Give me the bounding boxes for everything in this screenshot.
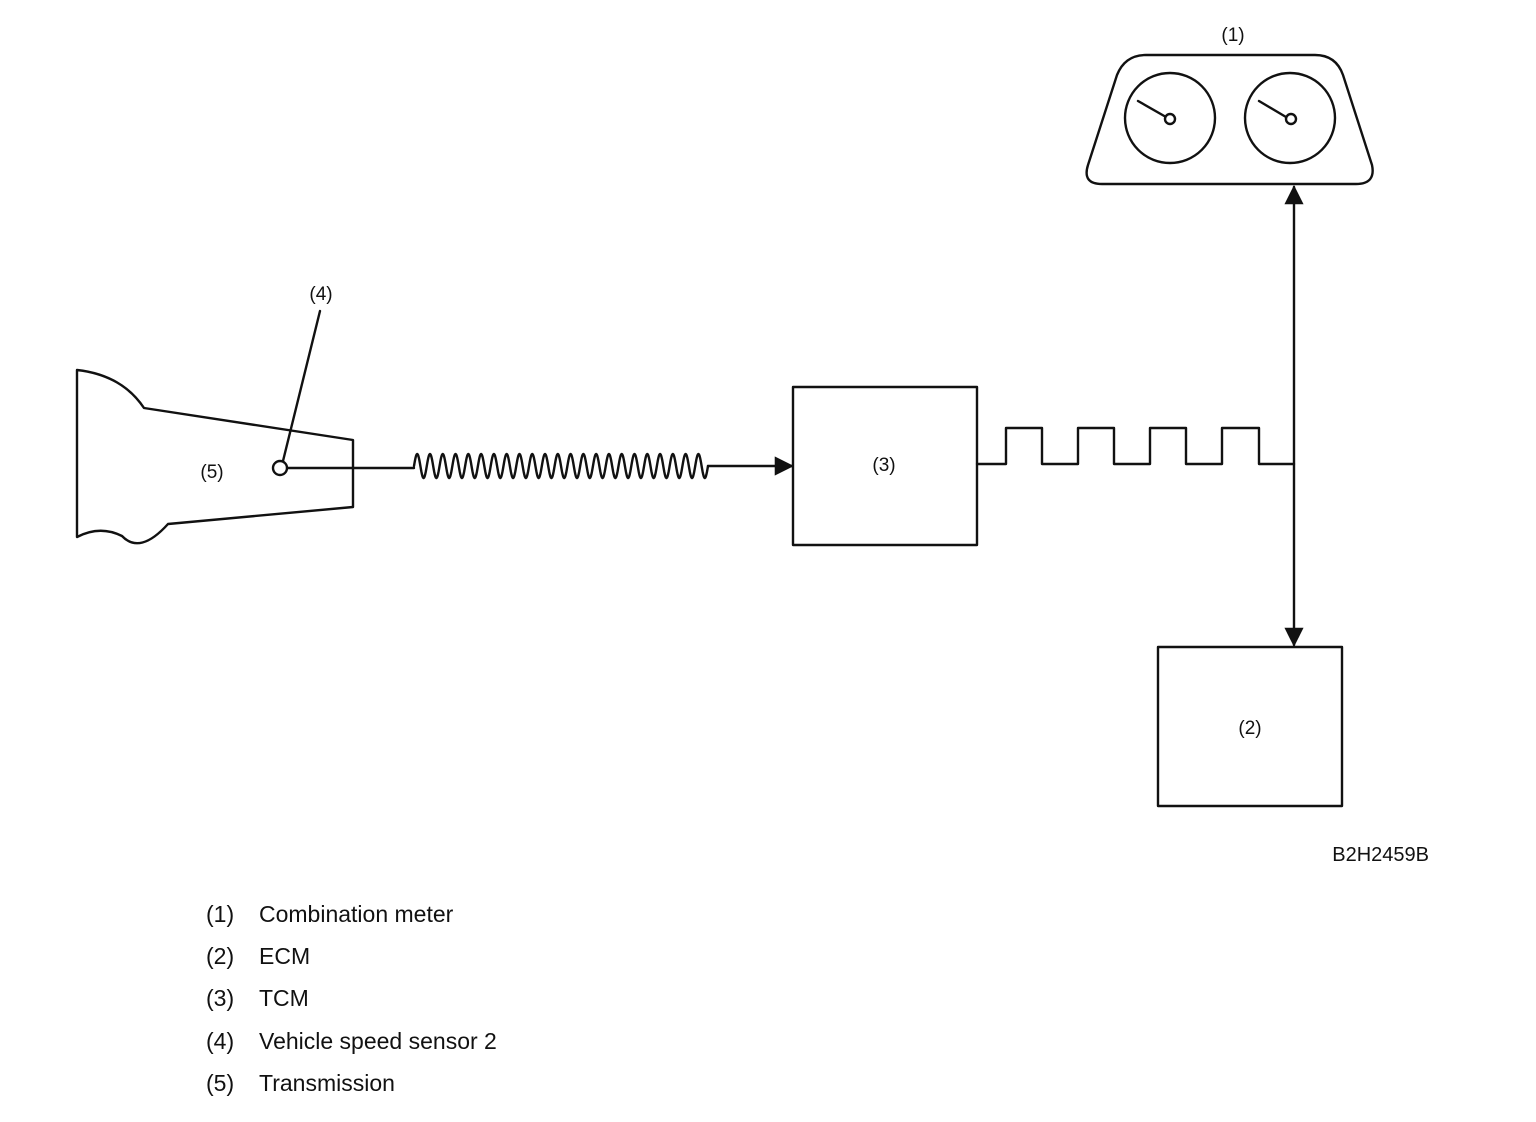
sensor-leader-line [281, 309, 322, 463]
combination-meter [1085, 53, 1374, 186]
legend-item: (2) ECM [206, 935, 497, 977]
legend-text: Vehicle speed sensor 2 [259, 1027, 497, 1054]
legend-item: (5) Transmission [206, 1062, 497, 1104]
legend-text: Combination meter [259, 901, 454, 927]
legend-list: (1) Combination meter (2) ECM (3) TCM (4… [206, 893, 497, 1104]
left-gauge-needle [1136, 99, 1168, 119]
left-gauge [1123, 71, 1217, 165]
legend-text: Transmission [259, 1069, 395, 1096]
right-gauge-hub [1284, 112, 1298, 126]
legend-text: ECM [259, 943, 311, 970]
vehicle-speed-sensor [271, 459, 289, 477]
legend-number: (2) [206, 943, 235, 970]
legend-number: (1) [206, 901, 235, 927]
legend-number: (3) [206, 985, 235, 1012]
legend-number: (4) [206, 1027, 235, 1054]
callout-2: (2) [1238, 718, 1261, 739]
ecm-box [1156, 645, 1344, 808]
callout-3: (3) [872, 455, 895, 476]
transmission [75, 368, 355, 545]
legend-item: (1) Combination meter [206, 893, 497, 935]
left-gauge-hub [1163, 112, 1177, 126]
legend-number: (5) [206, 1069, 235, 1096]
legend-item: (4) Vehicle speed sensor 2 [206, 1020, 497, 1062]
figure-code: B2H2459B [1332, 844, 1429, 866]
legend-text: TCM [259, 985, 309, 1012]
right-gauge [1243, 71, 1337, 165]
callout-5: (5) [200, 462, 223, 483]
right-gauge-needle [1257, 99, 1288, 119]
callout-4: (4) [309, 284, 332, 305]
callout-1: (1) [1221, 25, 1244, 46]
legend-item: (3) TCM [206, 977, 497, 1019]
meter-housing [1085, 53, 1374, 186]
pulse-speed-signal [975, 426, 1296, 466]
analog-speed-signal [412, 452, 710, 480]
tcm-box [791, 385, 979, 547]
